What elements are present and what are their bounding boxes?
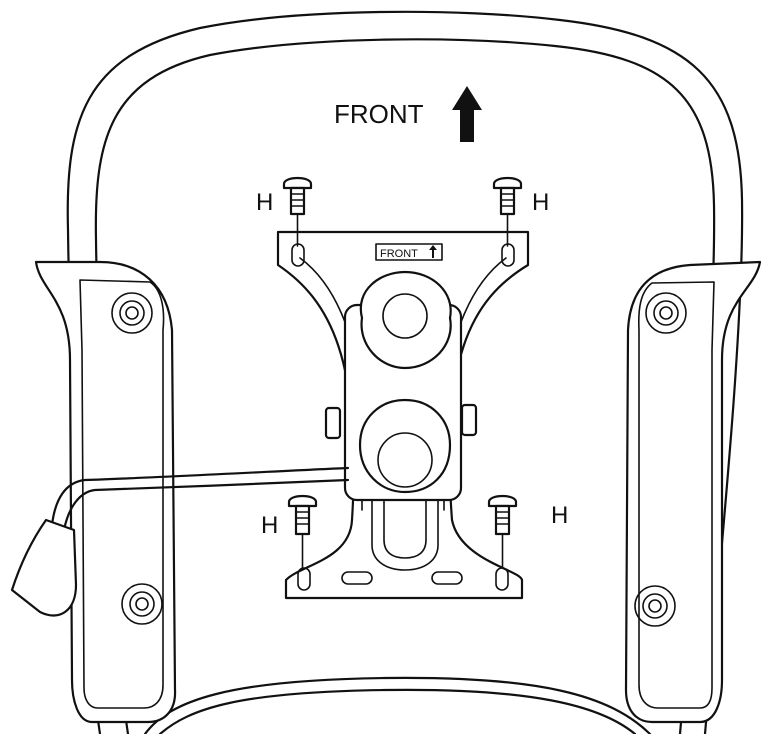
screw-bottom-left (287, 494, 318, 569)
plate-slot-bottom-left (297, 567, 311, 591)
screw-label-bottom-left: H (261, 512, 278, 539)
gas-lever (10, 466, 350, 617)
plate-front-stamp-label: FRONT (380, 248, 418, 260)
right-armrest-bracket (624, 260, 762, 724)
mechanism-body (324, 270, 478, 571)
front-arrow-icon (452, 86, 482, 142)
seat-front-rail-outer (143, 676, 652, 734)
screw-label-bottom-right: H (551, 502, 568, 529)
screw-label-top-left: H (256, 189, 273, 216)
plate-front-stamp-box (375, 243, 443, 261)
plate-slot-bottom-center-right (431, 571, 463, 585)
front-label: FRONT (334, 99, 424, 129)
left-armrest-bracket (34, 260, 177, 724)
screw-bottom-right (487, 494, 518, 569)
plate-front-stamp-arrow-icon (429, 245, 437, 258)
screw-top-left (282, 176, 313, 247)
seat-front-rail-inner (158, 688, 637, 734)
screw-top-right (492, 176, 523, 247)
plate-slot-bottom-center-left (341, 571, 373, 585)
screw-label-top-right: H (532, 189, 549, 216)
